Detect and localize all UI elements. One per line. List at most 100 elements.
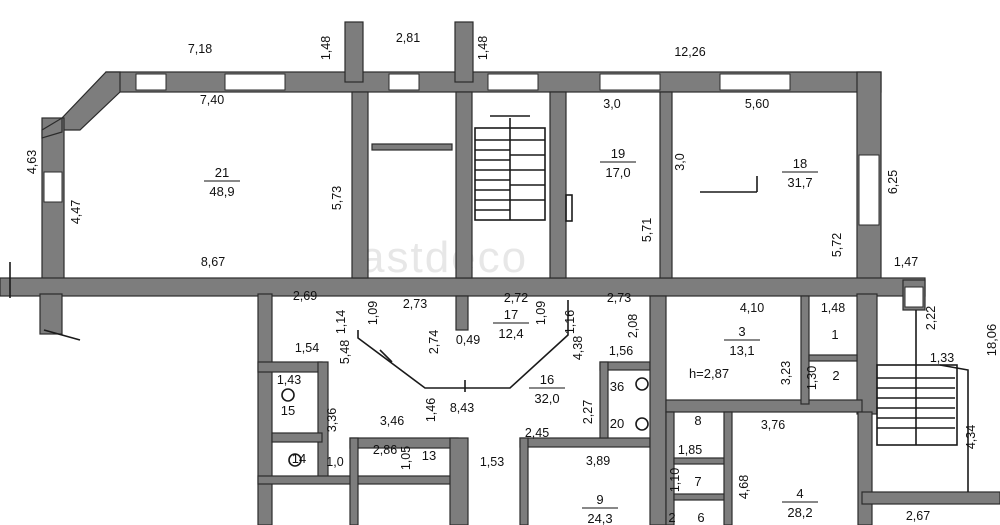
room-label-9: 924,3: [582, 492, 618, 525]
room-label-19: 19 17,0: [600, 146, 636, 180]
dimension-label: 1,30: [805, 366, 819, 390]
fixtures: [9, 176, 758, 467]
room-area: 48,9: [209, 184, 234, 199]
dimension-label: 1,09: [534, 301, 548, 325]
room-tag: 18,06: [984, 324, 999, 357]
room-label-21: 21 48,9: [204, 165, 240, 199]
dimension-label: 1,0: [326, 455, 343, 469]
room-number: 16: [540, 372, 554, 387]
room-number: 18: [793, 156, 807, 171]
dimension-label: 1,48: [319, 36, 333, 60]
room-number: 19: [611, 146, 625, 161]
room-number: 4: [796, 486, 803, 501]
dimension-label: 2,73: [403, 297, 427, 311]
dimension-label: 6,25: [886, 170, 900, 194]
dimension-label: 1,54: [295, 341, 319, 355]
dimension-label: 4,47: [69, 200, 83, 224]
dimension-label: 8,67: [201, 255, 225, 269]
room-tag: 15: [281, 403, 295, 418]
staircase-upper: [474, 115, 546, 221]
staircase-right: [876, 310, 969, 492]
windows: [43, 73, 924, 308]
dimension-label: 2,73: [607, 291, 631, 305]
small-room-labels: 1 h=2,87 2 36 15 8 20 14 13 7 6 2 18,06: [281, 324, 999, 525]
room-tag: 2: [832, 368, 839, 383]
dimension-label: 2,67: [906, 509, 930, 523]
dimension-label: 2,27: [581, 400, 595, 424]
dimension-label: 3,76: [761, 418, 785, 432]
watermark: astdeco: [360, 233, 528, 282]
dimension-label: 2,69: [293, 289, 317, 303]
dimension-label: 12,26: [674, 45, 705, 59]
room-area: 28,2: [787, 505, 812, 520]
room-tag: 13: [422, 448, 436, 463]
room-tag: 1: [831, 327, 838, 342]
dimension-label: 1,14: [334, 310, 348, 334]
room-label-3: 313,1: [724, 324, 760, 358]
dimension-label: 1,33: [930, 351, 954, 365]
room-area: 12,4: [498, 326, 523, 341]
room-area: 24,3: [587, 511, 612, 525]
room-area: 17,0: [605, 165, 630, 180]
room-number: 3: [738, 324, 745, 339]
dimension-label: 1,56: [609, 344, 633, 358]
dimension-label: 4,34: [964, 425, 978, 449]
room-area: 13,1: [729, 343, 754, 358]
dimension-label: 8,43: [450, 401, 474, 415]
room-tag: 2: [668, 510, 675, 525]
dimension-label: 1,10: [668, 468, 682, 492]
room-tag: 20: [610, 416, 624, 431]
dimension-label: 1,53: [480, 455, 504, 469]
dimension-label: 1,48: [476, 36, 490, 60]
dimension-label: 1,09: [366, 301, 380, 325]
room-number: 9: [596, 492, 603, 507]
dimension-label: 1,48: [821, 301, 845, 315]
room-tag: 6: [697, 510, 704, 525]
dimension-label: 5,71: [640, 218, 654, 242]
dimension-label: 2,74: [427, 330, 441, 354]
dimension-label: 1,05: [399, 446, 413, 470]
room-number: 17: [504, 307, 518, 322]
dimension-label: 3,23: [779, 361, 793, 385]
dimension-label: 3,46: [380, 414, 404, 428]
dimension-label: 2,22: [924, 306, 938, 330]
dimension-label: 1,43: [277, 373, 301, 387]
room-label-17: 17 12,4: [493, 307, 529, 341]
room-tag: h=2,87: [689, 366, 729, 381]
dimension-label: 0,49: [456, 333, 480, 347]
dimension-label: 3,0: [603, 97, 620, 111]
room-label-16: 16 32,0: [529, 372, 565, 406]
dimension-label: 4,63: [25, 150, 39, 174]
dimension-label: 5,60: [745, 97, 769, 111]
dimension-label: 3,0: [673, 153, 687, 170]
dimension-label: 2,45: [525, 426, 549, 440]
dimension-label: 2,86: [373, 443, 397, 457]
dimension-label: 1,16: [563, 310, 577, 334]
dimension-label: 5,48: [338, 340, 352, 364]
dimension-label: 5,72: [830, 233, 844, 257]
dimension-label: 2,81: [396, 31, 420, 45]
room-tag: 8: [694, 413, 701, 428]
room-area: 31,7: [787, 175, 812, 190]
dimension-label: 4,68: [737, 475, 751, 499]
room-label-4: 428,2: [782, 486, 818, 520]
room-tag: 7: [694, 474, 701, 489]
room-number: 21: [215, 165, 229, 180]
dimension-label: 5,73: [330, 186, 344, 210]
corridor-17-outline: [357, 300, 569, 392]
dimension-label: 4,10: [740, 301, 764, 315]
room-label-18: 18 31,7: [782, 156, 818, 190]
room-tag: 36: [610, 379, 624, 394]
dimension-label: 3,36: [325, 408, 339, 432]
dimension-label: 3,89: [586, 454, 610, 468]
room-area: 32,0: [534, 391, 559, 406]
dimension-label: 7,40: [200, 93, 224, 107]
dimension-label: 2,72: [504, 291, 528, 305]
dimension-label: 4,38: [571, 336, 585, 360]
dimension-label: 1,47: [894, 255, 918, 269]
room-tag: 14: [292, 451, 306, 466]
dimension-label: 2,08: [626, 314, 640, 338]
